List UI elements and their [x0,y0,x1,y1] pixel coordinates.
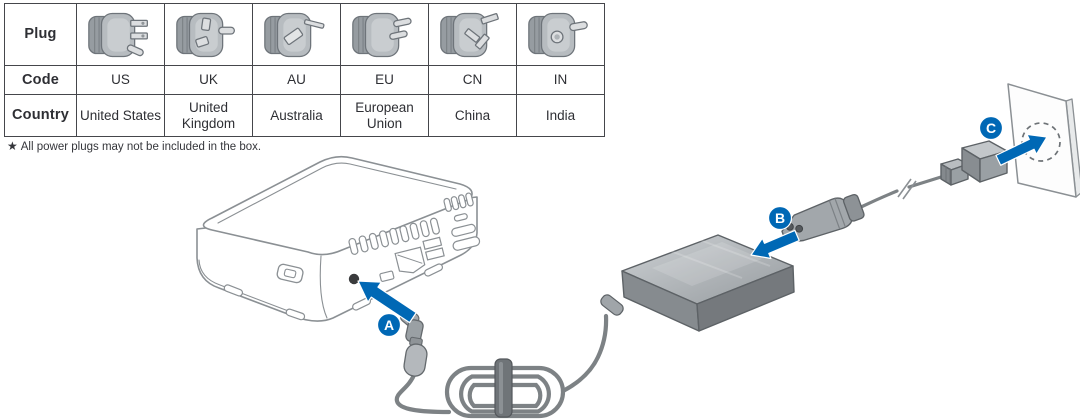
code-eu: EU [340,65,429,95]
code-uk: UK [164,65,253,95]
step-badge-a [376,312,402,338]
outlet-target-circle [1021,122,1061,162]
arrow-b [750,229,800,260]
usb-port-1 [422,236,443,250]
country-cn: China [428,94,517,137]
country-in: India [516,94,605,137]
plug-icon-cn [439,12,499,57]
step-label-b: B [775,210,785,226]
port-small-oval [453,213,468,222]
row-label-plug: Plug [4,3,77,66]
code-in: IN [516,65,605,95]
table-row-country: Country United States United Kingdom Aus… [4,94,605,137]
country-uk: United Kingdom [164,94,253,137]
ac-wall-plug [940,140,1008,186]
step-labels: A B C [376,115,1004,338]
country-eu: European Union [340,94,429,137]
plug-cell-in [516,3,605,66]
port-small-rect [379,270,395,282]
table-row-code: Code US UK AU EU CN IN [4,65,605,95]
plug-cell-cn [428,3,517,66]
plug-footnote: ★All power plugs may not be included in … [7,139,261,153]
country-au: Australia [252,94,341,137]
mini-pc [196,155,481,322]
step-badge-b [767,205,793,231]
plug-icon-uk [175,12,235,57]
lock-slot [276,263,304,284]
ac-cord [781,140,1008,242]
ferrite-bead [403,343,428,377]
plug-cell-au [252,3,341,66]
cable-strap [494,358,513,418]
dc-power-jack [348,273,360,285]
usb-port-2 [424,247,445,261]
step-badge-c [978,115,1004,141]
hdmi-port-2 [452,236,481,251]
chassis-feet [223,263,444,321]
plug-cell-eu [340,3,429,66]
table-row-plug: Plug [4,3,605,66]
hdmi-port-1 [451,223,476,237]
strain-relief [600,294,624,316]
arrow-a [357,280,417,324]
power-adapter [600,234,795,332]
cable-coil [444,358,566,419]
code-us: US [76,65,165,95]
plug-icon-us [87,12,148,57]
step-arrows [357,133,1048,324]
vent-slots [348,192,474,255]
arrow-c [995,133,1048,166]
plug-icon-in [527,12,588,57]
plug-table: Plug [4,3,605,137]
ethernet-port [394,246,426,274]
code-au: AU [252,65,341,95]
plug-icon-eu [351,12,412,57]
cable-break-icon [897,178,917,200]
power-cable [394,313,609,415]
country-us: United States [76,94,165,137]
step-label-a: A [384,317,394,333]
step-label-c: C [986,120,996,136]
plug-footnote-text: All power plugs may not be included in t… [20,141,262,153]
plug-icon-au [263,12,325,57]
row-label-code: Code [4,65,77,95]
row-label-country: Country [4,94,77,137]
star-icon: ★ [7,139,18,153]
code-cn: CN [428,65,517,95]
rear-ports [348,192,481,282]
